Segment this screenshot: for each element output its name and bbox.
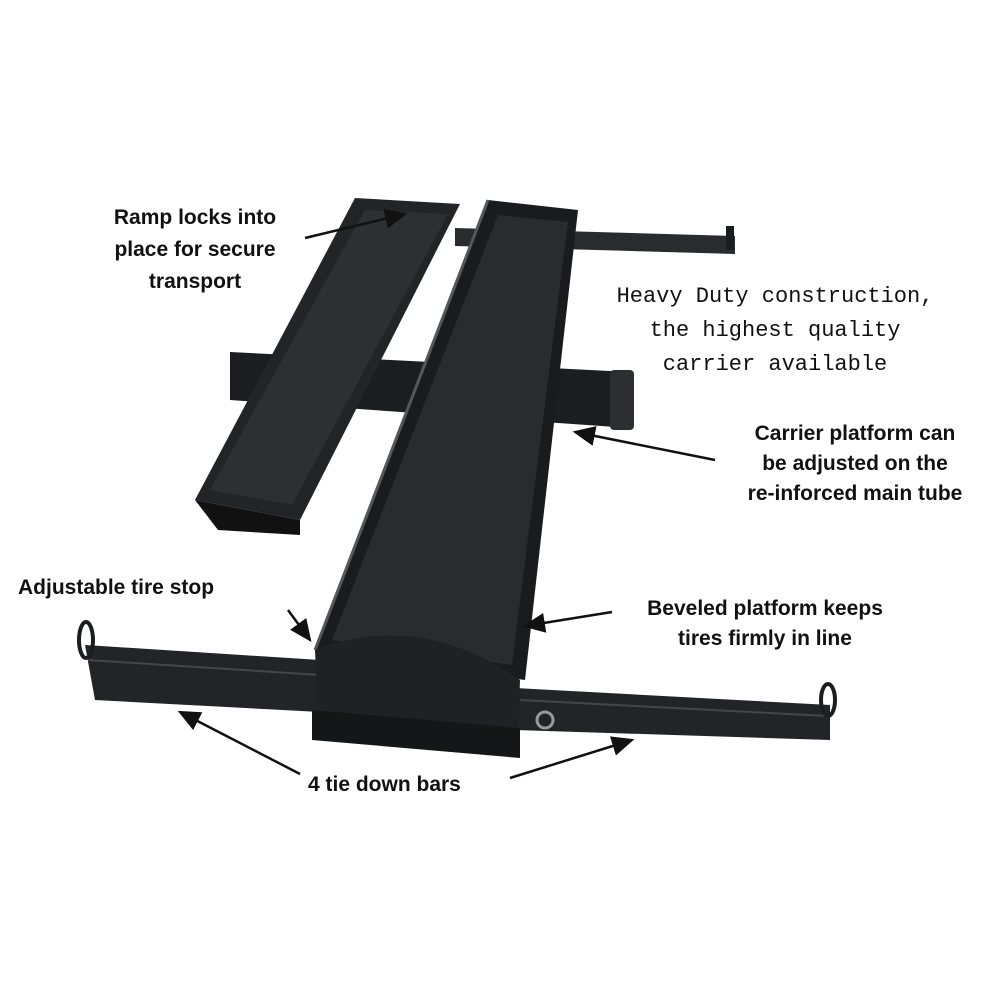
tire-stop — [315, 635, 520, 738]
tie-bar-left — [85, 645, 320, 712]
arrow-ramp-lock — [304, 208, 408, 240]
callout-ramp-locks: Ramp locks into place for secure transpo… — [75, 202, 315, 298]
arrow-tire-stop — [286, 609, 312, 643]
callout-line: place for secure — [114, 238, 276, 261]
callout-line: be adjusted on the — [762, 452, 948, 475]
tie-bar-right — [515, 688, 830, 740]
callout-line: Beveled platform keeps — [647, 597, 883, 620]
callout-heavy-duty: Heavy Duty construction, the highest qua… — [585, 280, 965, 382]
callout-carrier-platform: Carrier platform can be adjusted on the … — [720, 419, 990, 509]
arrow-carrier-platform — [572, 426, 716, 462]
callout-line: Ramp locks into — [113, 206, 277, 229]
callout-line: transport — [148, 270, 242, 293]
arrow-beveled — [522, 610, 613, 633]
callout-line: Heavy Duty construction, — [616, 284, 934, 309]
callout-line: carrier available — [662, 352, 888, 377]
arrow-tie-down-right — [509, 736, 635, 780]
callout-line: re-inforced main tube — [747, 482, 963, 505]
callout-line: the highest quality — [649, 318, 901, 343]
callout-line: Carrier platform can — [754, 422, 956, 445]
arrow-tie-down-left — [177, 710, 301, 776]
callout-line: tires firmly in line — [678, 627, 852, 650]
callout-beveled: Beveled platform keeps tires firmly in l… — [615, 594, 915, 654]
callout-tie-down: 4 tie down bars — [308, 773, 461, 796]
callout-tire-stop: Adjustable tire stop — [18, 576, 215, 599]
